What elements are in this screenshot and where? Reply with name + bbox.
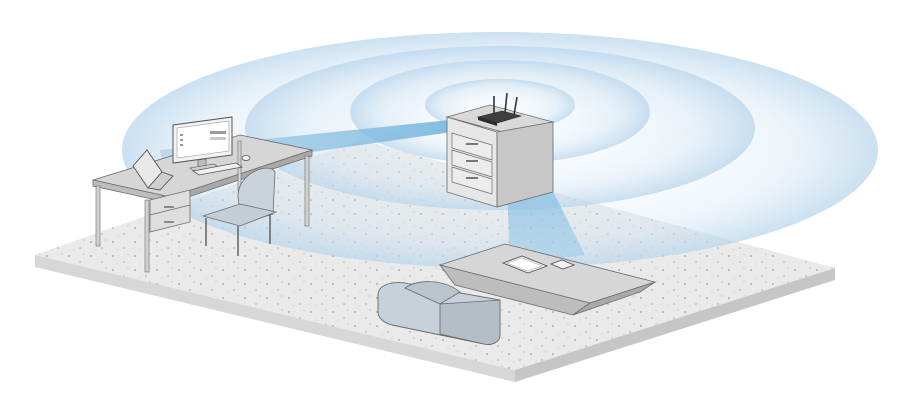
armchair bbox=[377, 281, 501, 345]
wireless-router bbox=[476, 92, 523, 126]
keyboard bbox=[191, 162, 244, 176]
laptop bbox=[132, 149, 174, 191]
computer-monitor bbox=[172, 116, 233, 172]
tablet bbox=[501, 255, 549, 274]
office-chair bbox=[201, 167, 278, 256]
mouse bbox=[241, 155, 251, 161]
smartphone bbox=[549, 259, 576, 270]
coffee-table bbox=[438, 243, 657, 316]
